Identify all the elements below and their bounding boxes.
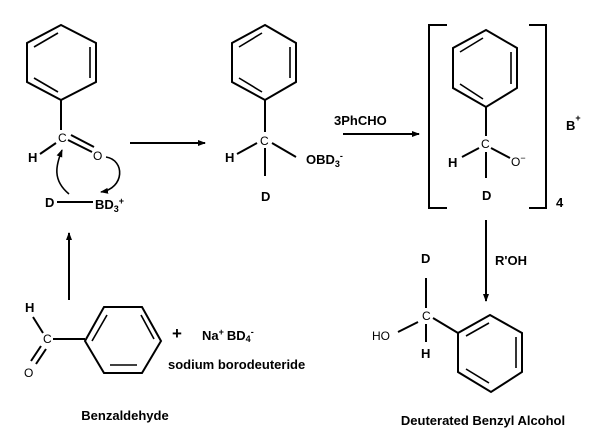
atom-o: O	[93, 149, 102, 163]
atom-c: C	[422, 309, 431, 323]
benzene-ring	[457, 313, 523, 394]
curved-arrow-oxygen	[100, 156, 121, 194]
tetraalkoxyborate-intermediate: C H O− D 4 B+	[428, 24, 581, 210]
benzene-ring	[83, 306, 163, 374]
bd3-label: BD3+	[95, 196, 124, 214]
atom-h: H	[28, 150, 37, 165]
benzene-ring	[26, 23, 97, 102]
alkoxide-label: O−	[511, 153, 526, 169]
atom-h: H	[25, 300, 34, 315]
atom-d: D	[421, 251, 430, 266]
aldehyde-borane-complex: C H O D BD3+	[26, 23, 124, 214]
left-bracket	[428, 24, 447, 209]
hydroxyl-label: HO	[372, 329, 390, 343]
atom-d: D	[482, 188, 491, 203]
atom-c: C	[43, 332, 52, 346]
atom-c: C	[58, 131, 67, 145]
right-bracket	[529, 24, 547, 209]
alkoxyborane-intermediate: C H D OBD3-	[225, 23, 343, 204]
atom-h: H	[448, 155, 457, 170]
boron-counterion: B+	[566, 113, 581, 133]
obd3-label: OBD3-	[306, 151, 343, 169]
reagent-roh: R'OH	[495, 253, 527, 268]
atom-c: C	[260, 134, 269, 148]
benzene-ring	[452, 28, 518, 109]
atom-c: C	[481, 137, 490, 151]
subscript-4: 4	[556, 195, 564, 210]
reagent-name: sodium borodeuteride	[168, 357, 305, 372]
product-name: Deuterated Benzyl Alcohol	[401, 413, 565, 428]
atom-o: O	[24, 366, 33, 380]
plus-sign: +	[172, 324, 182, 343]
reagent-3phcho: 3PhCHO	[334, 113, 387, 128]
reactant-name: Benzaldehyde	[81, 408, 168, 423]
atom-h: H	[225, 150, 234, 165]
reagent-formula: Na+BD4-	[202, 327, 254, 344]
curved-arrow-hydride	[56, 149, 70, 195]
atom-d: D	[45, 195, 54, 210]
atom-d: D	[261, 189, 270, 204]
benzene-ring	[231, 23, 297, 102]
deuterated-benzyl-alcohol: D C HO H	[372, 251, 523, 394]
benzaldehyde: H C O	[24, 232, 163, 380]
atom-h: H	[421, 346, 430, 361]
